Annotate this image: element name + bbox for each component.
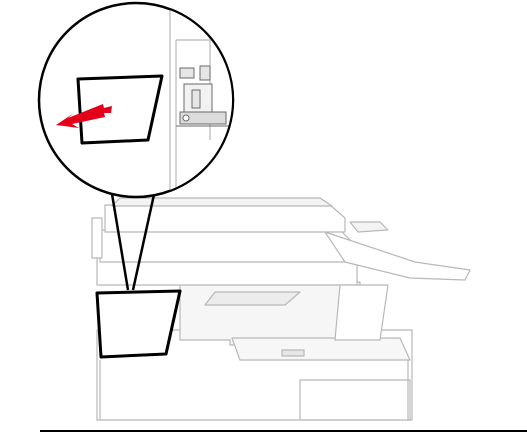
panel-button [282, 350, 304, 356]
right-support [335, 285, 388, 340]
control-panel [232, 338, 410, 360]
paper-sheet-bottom [97, 291, 180, 357]
paper-in-printer [97, 291, 180, 357]
side-hinge [92, 218, 102, 258]
output-bay-paper [205, 292, 300, 305]
adf-tray-guide [350, 222, 388, 232]
base-front-panel [300, 380, 410, 420]
adf-cover [105, 205, 345, 232]
bottom-rule [40, 430, 527, 432]
adf-top [112, 198, 332, 206]
